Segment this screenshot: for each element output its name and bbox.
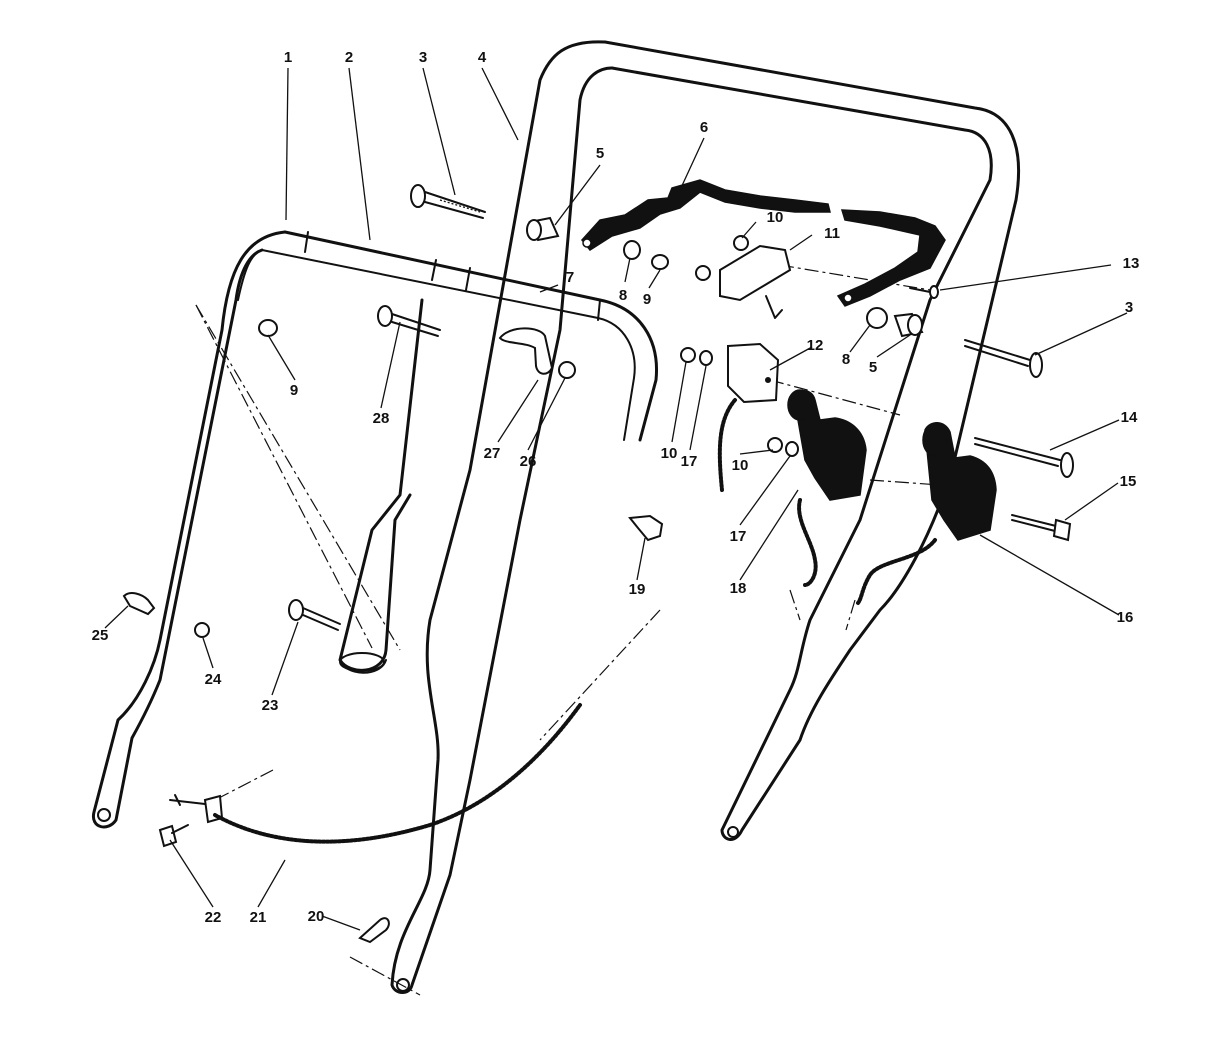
control-bail-6 (581, 179, 946, 307)
callout-6: 6 (700, 119, 708, 136)
callout-7: 7 (566, 269, 574, 286)
hardware-parts (122, 184, 1074, 944)
callout-23: 23 (262, 697, 279, 714)
callout-10-lower: 10 (732, 457, 749, 474)
callout-2: 2 (345, 49, 353, 66)
callout-17-lower: 17 (730, 528, 747, 545)
callout-18: 18 (730, 580, 747, 597)
callout-labels: 1 2 3 4 5 6 7 8 9 9 10 11 13 3 8 5 12 28… (92, 49, 1140, 926)
callout-27: 27 (484, 445, 501, 462)
callout-24: 24 (205, 671, 222, 688)
callout-5-left: 5 (596, 145, 604, 162)
leader-lines (104, 67, 1128, 931)
bolt-3-left (410, 184, 486, 219)
callout-20: 20 (308, 908, 325, 925)
control-cables (213, 398, 937, 844)
callout-3-top: 3 (419, 49, 427, 66)
callout-17-middle: 17 (681, 453, 698, 470)
callout-10-top: 10 (767, 209, 784, 226)
callout-1: 1 (284, 49, 292, 66)
callout-5-right: 5 (869, 359, 877, 376)
lower-handle-frame (91, 230, 658, 829)
callout-26: 26 (520, 453, 537, 470)
callout-13: 13 (1123, 255, 1140, 272)
callout-4: 4 (478, 49, 487, 66)
callout-15: 15 (1120, 473, 1137, 490)
callout-25: 25 (92, 627, 109, 644)
callout-8-right: 8 (842, 351, 850, 368)
callout-12: 12 (807, 337, 824, 354)
callout-11: 11 (824, 225, 840, 242)
assembly-centerlines (195, 264, 941, 996)
callout-14: 14 (1121, 409, 1138, 426)
callout-3-right: 3 (1125, 299, 1133, 316)
upper-handle-frame (390, 40, 1021, 994)
callout-10-middle: 10 (661, 445, 678, 462)
callout-19: 19 (629, 581, 646, 598)
callout-21: 21 (250, 909, 267, 926)
callout-22: 22 (205, 909, 222, 926)
callout-16: 16 (1117, 609, 1134, 626)
callout-28: 28 (373, 410, 390, 427)
callout-9-center: 9 (643, 291, 651, 308)
callout-8-left: 8 (619, 287, 627, 304)
callout-9-left: 9 (290, 382, 298, 399)
